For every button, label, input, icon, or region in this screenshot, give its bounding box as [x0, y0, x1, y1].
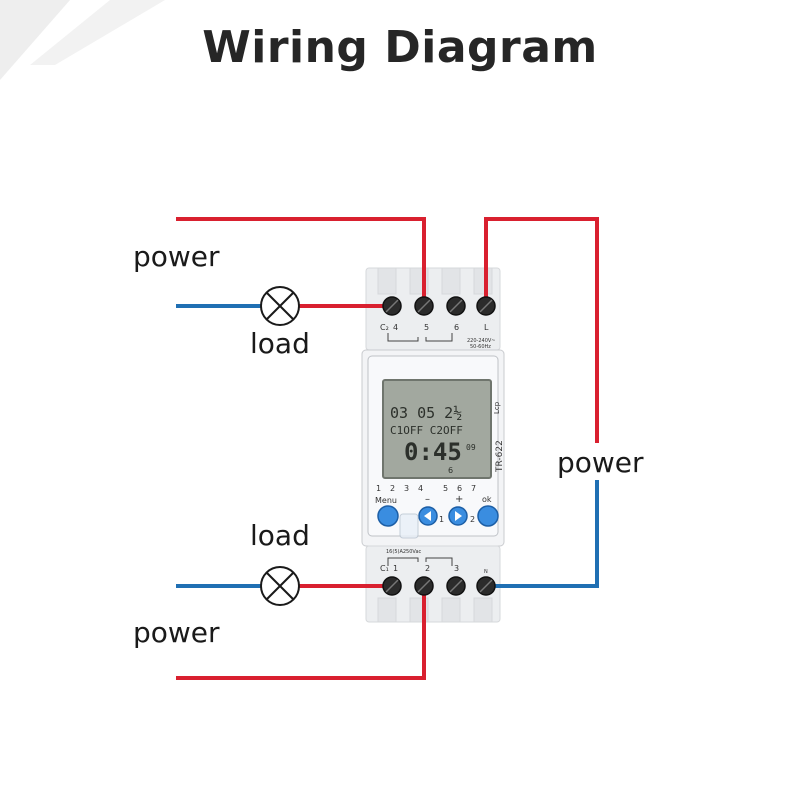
terminal-label-6: 6	[454, 323, 459, 332]
lamp-bottom-icon	[260, 566, 300, 606]
lcd-line2: C1OFF C2OFF	[390, 424, 463, 437]
load-label-top: load	[250, 327, 310, 360]
wire-live-bottom	[176, 586, 426, 680]
cover-latch	[399, 513, 419, 539]
day-number: 7	[471, 484, 476, 493]
day-number: 4	[418, 484, 423, 493]
lcp-label: Lcp	[493, 401, 501, 414]
lcd-line1: 03 05 2½	[390, 404, 462, 422]
wire-live-right	[484, 217, 599, 443]
terminal-label-c2: C₂	[380, 323, 389, 332]
ok-label: ok	[482, 495, 492, 504]
rating-top: 220-240V~	[467, 338, 496, 344]
lcd-day-marker: 6	[448, 466, 453, 475]
terminal-label-c1: C₁	[380, 564, 389, 573]
top-terminal-screws	[382, 296, 496, 316]
power-label-top-left: power	[133, 240, 220, 273]
load-label-bottom: load	[250, 519, 310, 552]
relay-symbol-top	[387, 333, 453, 342]
bottom-terminal-screws	[382, 576, 496, 596]
left-arrow-icon	[424, 511, 431, 521]
terminal-label-2: 2	[425, 564, 430, 573]
lcd-contents: 03 05 2½ C1OFF C2OFF 0:45 09 6	[390, 404, 476, 475]
device-buttons	[377, 505, 499, 539]
lcd-time: 0:45	[404, 438, 462, 466]
terminal-label-5: 5	[424, 323, 429, 332]
menu-button[interactable]	[377, 505, 399, 527]
day-number: 2	[390, 484, 395, 493]
ok-button[interactable]	[477, 505, 499, 527]
lcd-screen	[382, 379, 492, 479]
terminal-label-3: 3	[454, 564, 459, 573]
day-number: 3	[404, 484, 409, 493]
rating-top-freq: 50-60Hz	[470, 344, 491, 350]
device-text: C₂ 4 5 6 L 220-240V~ 50-60Hz 03 05 2½ C1…	[375, 323, 505, 575]
day-number: 5	[443, 484, 448, 493]
relay-symbol-bottom	[387, 557, 453, 566]
power-label-right: power	[557, 446, 644, 479]
terminal-label-1: 1	[393, 564, 398, 573]
channel2-label: 2	[470, 515, 475, 524]
wires	[176, 217, 599, 680]
menu-label: Menu	[375, 496, 397, 505]
day-number: 1	[376, 484, 381, 493]
day-number: 6	[457, 484, 462, 493]
model-label: TR-622	[495, 440, 505, 473]
lcd-seconds: 09	[466, 443, 476, 452]
corner-decoration	[0, 0, 165, 80]
page-title: Wiring Diagram	[202, 22, 598, 73]
terminal-label-l: L	[484, 323, 489, 332]
minus-label: –	[425, 494, 430, 505]
power-label-bottom-left: power	[133, 616, 220, 649]
terminal-label-4: 4	[393, 323, 398, 332]
wire-live-top	[176, 217, 426, 306]
terminal-label-n: N	[484, 569, 488, 575]
lamp-top-icon	[260, 286, 300, 326]
wire-neutral-right	[486, 480, 599, 588]
channel1-label: 1	[439, 515, 444, 524]
rating-bottom: 16(5)A250Vac	[386, 549, 422, 555]
right-arrow-icon	[455, 511, 462, 521]
plus-label: +	[455, 494, 463, 505]
